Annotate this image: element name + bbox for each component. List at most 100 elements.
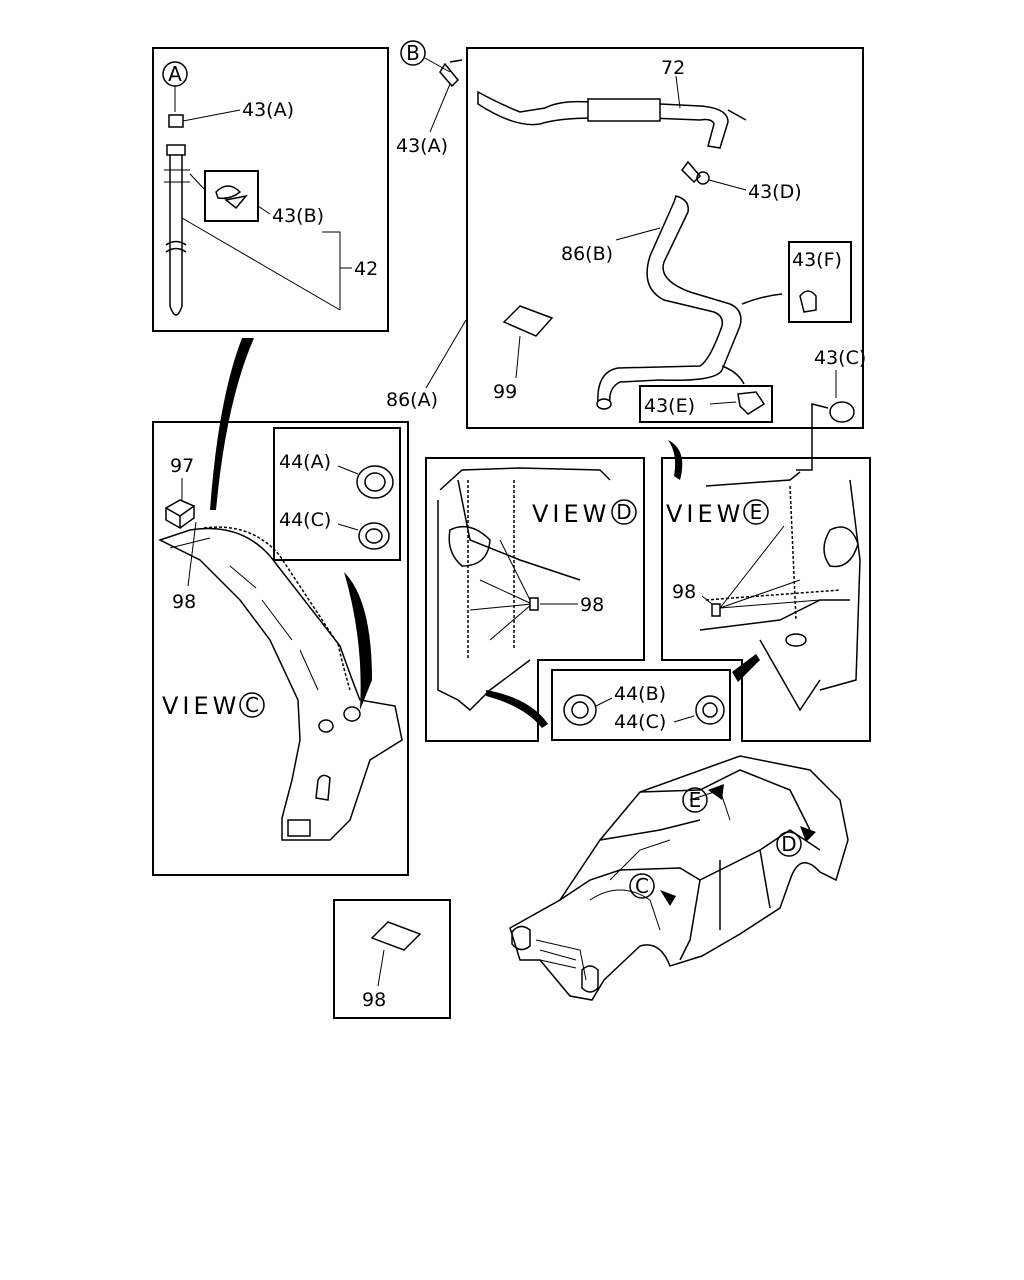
panel-view-c-frame: [152, 421, 409, 876]
view-c-title: VIEW: [162, 692, 240, 720]
grommet-bottom-frame: [551, 669, 731, 741]
label-43a-panel-a: 43(A): [242, 99, 294, 121]
label-72: 72: [661, 57, 685, 79]
panel-view-e: VIEW E 98: [661, 457, 871, 742]
pointer-43e: [721, 365, 745, 385]
label-44a: 44(A): [279, 451, 331, 473]
label-43a-panel-b: 43(A): [396, 135, 448, 157]
label-98-bottom: 98: [362, 989, 386, 1011]
clip-43a-panel-b-part: [439, 59, 463, 88]
view-d-structure: [437, 467, 611, 712]
a-pillar-structure: [158, 527, 403, 841]
label-43c: 43(C): [814, 347, 866, 369]
panel-b-frame: [466, 47, 864, 429]
view-e-letter: E: [750, 500, 763, 524]
body-d-circle: [776, 831, 802, 857]
view-e-grommet-hole: [785, 633, 807, 647]
label-86a: 86(A): [386, 389, 438, 411]
tape-98-part: [370, 921, 422, 951]
vehicle-outline: [509, 755, 849, 1001]
leader-98-view-e: [701, 525, 821, 609]
body-c-circle: [629, 873, 655, 899]
clip-43f-part: [799, 290, 817, 313]
leader-43b: [257, 205, 271, 215]
hose-86b: [597, 195, 742, 405]
leader-44b: [595, 697, 613, 707]
panel-view-d-frame: [425, 457, 645, 742]
hose-72-tip: [727, 109, 747, 121]
panel-grommets-bottom: 44(B) 44(C): [551, 669, 731, 741]
view-c-circle: [239, 692, 265, 718]
drain-tube-42: [169, 147, 183, 316]
panel-98-frame: [333, 899, 451, 1019]
tape-99-part: [502, 305, 554, 337]
clip-43f-box: [788, 241, 852, 323]
vehicle-grille: [535, 939, 587, 981]
panel-b: B 43(A) 72 43(D) 86(B) 43(F) 99 43(E): [386, 40, 864, 429]
grommet-44c-top-inner: [365, 528, 383, 544]
tape-98-view-e: [711, 603, 721, 617]
label-98-view-c: 98: [172, 591, 196, 613]
leader-44a: [337, 465, 359, 475]
view-e-harness: [705, 485, 841, 621]
panel-98: 98: [333, 899, 451, 1019]
label-42: 42: [354, 258, 378, 280]
arrow-e-body: [708, 784, 724, 800]
clip-43a-part: [168, 114, 184, 128]
label-44c-bottom: 44(C): [614, 711, 666, 733]
hose-86b-end: [596, 398, 612, 410]
hose-72: [477, 90, 729, 149]
callout-b: B: [406, 41, 420, 65]
clip-43b-part: [215, 185, 248, 210]
view-d-circle: [611, 499, 637, 525]
leader-43d: [708, 179, 747, 191]
pillar-details: [169, 537, 319, 691]
grommet-44c-bottom-inner: [702, 702, 718, 718]
leader-43a-panel-b: [429, 83, 451, 133]
panel-view-c: 44(A) 44(C) 97 98 VIEW C: [152, 421, 409, 876]
leader-43e: [709, 401, 737, 405]
pillar-hole: [318, 719, 334, 733]
leader-42-bracket: [181, 217, 341, 311]
clip-43b-connector: [189, 173, 206, 191]
leader-98-view-c: [187, 521, 197, 587]
view-d-letter: D: [616, 500, 631, 524]
leader-98-view-d: [469, 539, 578, 641]
hose-72-sleeve: [587, 98, 661, 122]
pillar-lower-details: [287, 774, 331, 837]
view-d-title: VIEW: [532, 500, 610, 528]
panel-a: A 43(A) 43(B) 42: [152, 47, 389, 332]
view-c-letter: C: [245, 693, 259, 717]
pointer-view-e-grommet: [732, 654, 760, 682]
view-d-harness: [467, 480, 515, 660]
leader-b: [424, 57, 451, 73]
pointer-view-d-grommet: [486, 690, 548, 728]
vehicle-interior-lines: [589, 789, 731, 931]
vehicle-headlights: [511, 925, 599, 993]
clip-43d-part: [681, 160, 702, 184]
body-e-circle: [682, 787, 708, 813]
tube-clamp: [164, 169, 190, 183]
label-43f: 43(F): [792, 249, 842, 271]
pointer-b-to-view-e: [668, 440, 683, 480]
harness-routing: [203, 526, 351, 691]
pointer-43f: [741, 293, 783, 305]
label-97: 97: [170, 455, 194, 477]
tape-98-view-d: [529, 597, 539, 611]
label-98-view-e: 98: [672, 581, 696, 603]
body-e-letter: E: [689, 788, 702, 812]
label-43b: 43(B): [272, 205, 324, 227]
part-43c: 43(C): [796, 347, 866, 471]
grommet-44a-inner: [364, 472, 386, 492]
grommet-44b-inner: [571, 701, 589, 719]
vehicle-body: C E D: [509, 755, 849, 1001]
callout-a: A: [168, 62, 182, 86]
grommet-43c-line: [796, 403, 829, 471]
view-e-title: VIEW: [666, 500, 744, 528]
body-d-letter: D: [781, 832, 796, 856]
arrow-d-body: [800, 826, 816, 842]
leader-86b: [615, 227, 661, 241]
label-86b: 86(B): [561, 243, 613, 265]
